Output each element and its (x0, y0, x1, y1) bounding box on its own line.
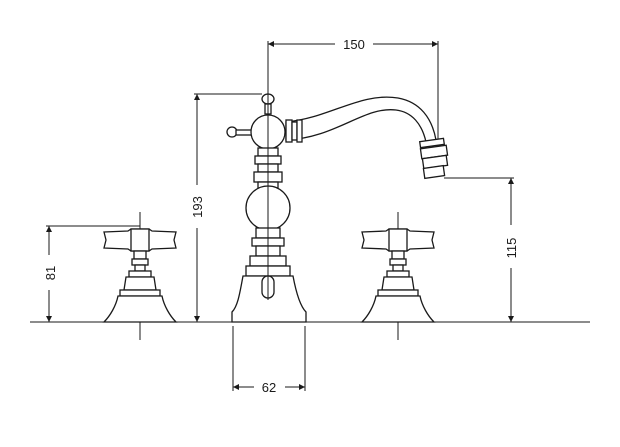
dimension-base-width: 62 (232, 326, 306, 395)
dimension-spout-height: 193 (190, 93, 262, 322)
left-cross-handle-valve (102, 212, 178, 340)
label-193: 193 (190, 196, 205, 218)
right-cross-handle-valve (360, 212, 436, 340)
dimension-outlet-height: 115 (444, 177, 519, 322)
label-62: 62 (262, 380, 276, 395)
dimension-spout-reach: 150 (267, 37, 439, 148)
label-81: 81 (43, 266, 58, 280)
label-150: 150 (343, 37, 365, 52)
label-115: 115 (504, 238, 519, 259)
dimension-handle-height: 81 (43, 225, 140, 322)
central-spout-body (226, 93, 449, 323)
